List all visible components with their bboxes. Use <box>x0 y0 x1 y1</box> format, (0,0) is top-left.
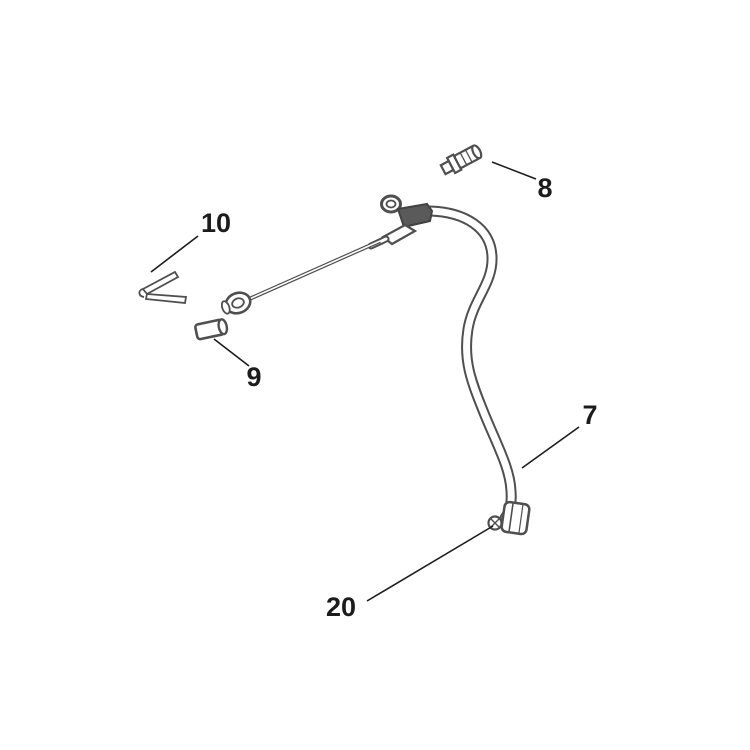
rod-highlight <box>246 240 381 301</box>
connector-body <box>396 202 434 229</box>
fitting-part <box>439 144 483 176</box>
connector-boot <box>380 223 418 246</box>
grommet-flange <box>220 300 231 315</box>
pull-loop-inner <box>385 199 397 209</box>
clip-bend <box>138 288 145 298</box>
fitting-end <box>471 144 483 160</box>
hose-inner <box>426 207 515 522</box>
clamp-detail-line2 <box>518 504 524 533</box>
callout-8: 8 <box>537 173 552 203</box>
callout-7: 7 <box>582 400 597 430</box>
clip-blade-upper <box>141 270 180 296</box>
leader-line-10 <box>150 235 199 273</box>
callout-10: 10 <box>201 208 231 238</box>
grommet <box>220 291 252 315</box>
leader-lines <box>150 161 580 602</box>
clamp-bracket <box>500 500 531 536</box>
hose-part <box>424 205 517 524</box>
fitting-rib1 <box>459 152 468 166</box>
grommet-inner <box>231 297 245 309</box>
clip-blade-lower <box>144 293 188 304</box>
cable-assembly-part <box>220 194 434 315</box>
callout-9: 9 <box>246 362 261 392</box>
pin-part <box>194 318 229 341</box>
fitting-rib2 <box>464 149 473 163</box>
callout-labels: 10 8 9 7 20 <box>201 173 598 622</box>
leader-line-9 <box>213 338 250 367</box>
clip-part <box>138 270 188 304</box>
leader-line-7 <box>521 426 580 469</box>
leader-line-8 <box>491 161 537 180</box>
callout-20: 20 <box>326 592 356 622</box>
clamp-part <box>487 500 531 536</box>
pin-end <box>217 318 229 336</box>
leader-line-20 <box>366 525 494 602</box>
clamp-detail-line <box>508 503 514 532</box>
